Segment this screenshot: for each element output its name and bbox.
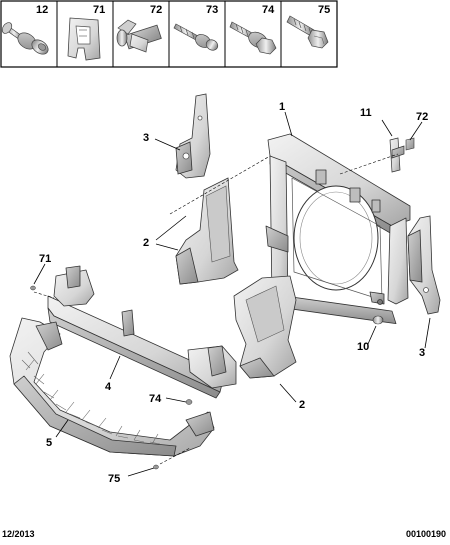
- hex-flange-bolt-icon: [229, 21, 277, 55]
- callout-72: 72: [416, 111, 428, 123]
- callout-11: 11: [360, 107, 372, 119]
- fastener-75-bolt: [153, 464, 159, 470]
- callout-4: 4: [105, 381, 112, 393]
- spring-clip-icon: [67, 17, 101, 61]
- clip-nut-icon: [116, 19, 162, 53]
- screw-with-washer-icon: [1, 22, 49, 55]
- callouts: 1 11 72 3 2 71 4 5 74 75 2 10 3: [39, 101, 428, 485]
- callout-74: 74: [149, 393, 162, 405]
- fastener-10-nut: [372, 315, 384, 325]
- callout-1: 1: [279, 101, 285, 113]
- part-11-bracket: [389, 137, 405, 173]
- callout-2-lower: 2: [299, 399, 305, 411]
- footer-reference: 00100190: [405, 529, 446, 539]
- callout-71: 71: [39, 253, 51, 265]
- fastener-71-clip: [30, 285, 36, 291]
- fastener-code-73: 73: [206, 4, 218, 16]
- footer-date: 12/2013: [2, 529, 35, 539]
- fastener-cell-71: 71: [67, 4, 105, 61]
- callout-5: 5: [46, 437, 52, 449]
- part-2-lower-air-duct: [233, 275, 297, 379]
- callout-2-upper: 2: [143, 237, 149, 249]
- fastener-code-75: 75: [318, 4, 330, 16]
- fastener-code-12: 12: [36, 4, 48, 16]
- callout-3-upper: 3: [143, 132, 149, 144]
- fastener-cell-72: 72: [116, 4, 162, 53]
- flanged-screw-icon: [173, 23, 219, 51]
- bolt-icon: [286, 15, 329, 49]
- fastener-cell-12: 12: [1, 4, 49, 55]
- part-3-right-bracket: [407, 215, 441, 315]
- fastener-strip: 12 71 72: [0, 0, 338, 68]
- part-3-upper-left-bracket: [175, 93, 211, 179]
- callout-75: 75: [108, 473, 120, 485]
- fastener-code-71: 71: [93, 4, 105, 16]
- leader-lines: [33, 111, 431, 477]
- part-2-upper-air-duct: [175, 177, 239, 285]
- fastener-code-72: 72: [150, 4, 162, 16]
- callout-3-right: 3: [419, 347, 425, 359]
- fastener-cell-73: 73: [173, 4, 219, 51]
- fastener-code-74: 74: [262, 4, 275, 16]
- callout-10: 10: [357, 341, 369, 353]
- part-4-bumper-beam: [47, 265, 237, 399]
- part-5-lower-absorber: [9, 317, 215, 457]
- fastener-cell-75: 75: [286, 4, 330, 49]
- fastener-cell-74: 74: [229, 4, 277, 55]
- fastener-74-bolt: [185, 399, 193, 405]
